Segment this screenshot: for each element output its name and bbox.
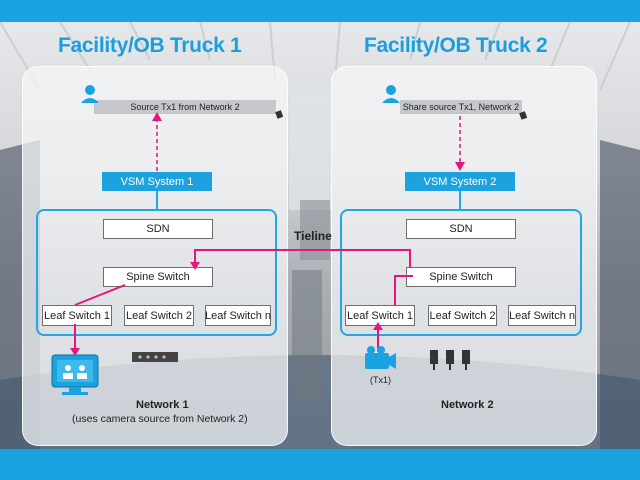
truck2-source-label: Share source Tx1, Network 2: [400, 100, 522, 114]
truck1-network-frame: [36, 209, 277, 336]
truck1-leaf-switch-n: Leaf Switch n: [205, 305, 271, 326]
truck2-network-frame: [340, 209, 582, 336]
truck1-leaf-switch-2: Leaf Switch 2: [124, 305, 194, 326]
connector-icon: [275, 110, 284, 119]
truck1-spine-to-leaf1-link: [74, 284, 126, 306]
truck1-source-label: Source Tx1 from Network 2: [94, 100, 276, 114]
truck2-sdn: SDN: [406, 219, 516, 239]
truck2-spine-to-leaf1-link: [394, 275, 413, 305]
camera-icon: [365, 346, 396, 369]
truck2-title: Facility/OB Truck 2: [364, 34, 548, 57]
truck1-vsm-system: VSM System 1: [102, 172, 212, 191]
tieline: [194, 249, 411, 267]
truck2-spine-switch: Spine Switch: [406, 267, 516, 287]
truck1-vsm-arrowhead: [152, 112, 162, 121]
connector-icon: [430, 350, 470, 370]
truck2-vsm-system: VSM System 2: [405, 172, 515, 191]
network1-sublabel: (uses camera source from Network 2): [72, 413, 248, 425]
truck2-leaf-switch-n: Leaf Switch n: [508, 305, 576, 326]
connector-icon: [519, 111, 528, 120]
top-bar: [0, 0, 640, 22]
bottom-bar: [0, 449, 640, 480]
user-icon: [382, 85, 400, 103]
user-icon: [81, 85, 99, 103]
truck2-vsm-arrowhead: [455, 162, 465, 171]
truck1-title: Facility/OB Truck 1: [58, 34, 242, 57]
tieline-arrowhead: [190, 262, 200, 270]
truck1-sdn: SDN: [103, 219, 213, 239]
network1-label: Network 1: [136, 399, 189, 411]
router-icon: [132, 352, 178, 362]
truck2-panel: [331, 66, 597, 446]
monitor-icon: [51, 354, 99, 395]
truck2-leaf-switch-2: Leaf Switch 2: [428, 305, 497, 326]
network2-label: Network 2: [441, 399, 494, 411]
truck2-leaf-arrowhead: [373, 322, 383, 330]
tieline-label: Tieline: [294, 229, 332, 243]
truck1-spine-switch: Spine Switch: [103, 267, 213, 287]
camera-label: (Tx1): [370, 375, 391, 385]
truck1-monitor-arrowhead: [70, 348, 80, 356]
truck1-leaf-switch-1: Leaf Switch 1: [42, 305, 112, 326]
